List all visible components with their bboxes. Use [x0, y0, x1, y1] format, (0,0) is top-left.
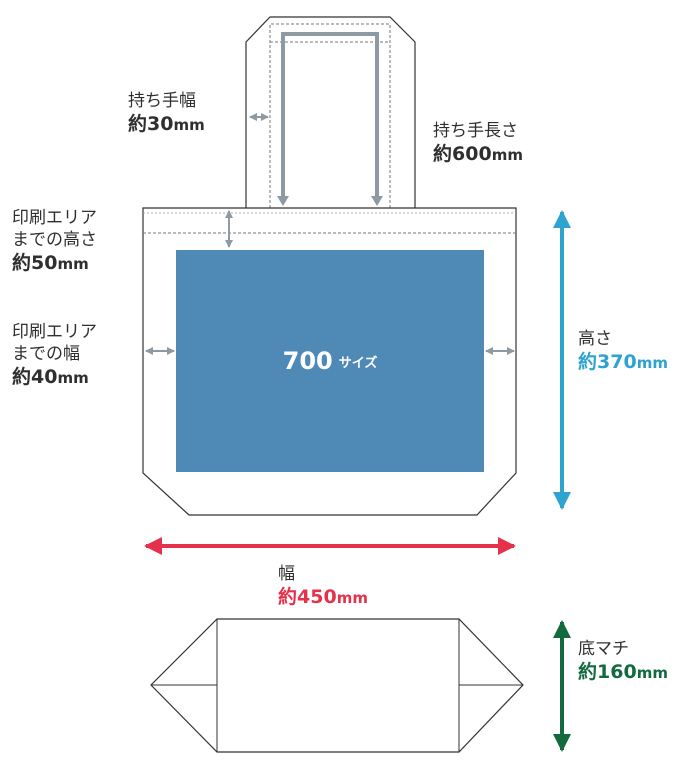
print-top-value: 約50mm — [12, 251, 97, 276]
bag-bottom — [150, 618, 524, 753]
height-value: 約370mm — [578, 350, 668, 375]
print-area — [176, 250, 484, 472]
gusset-label: 底マチ 約160mm — [578, 638, 668, 685]
handle-width-unit: mm — [173, 116, 205, 134]
gusset-unit: mm — [636, 664, 668, 682]
height-unit: mm — [636, 354, 668, 372]
height-name: 高さ — [578, 329, 612, 349]
print-side-name-2: までの幅 — [12, 344, 80, 364]
handle-length-num: 600 — [452, 143, 492, 165]
print-top-label: 印刷エリア までの高さ 約50mm — [12, 207, 97, 276]
width-label: 幅 約450mm — [278, 563, 368, 610]
handle-length-prefix: 約 — [433, 143, 453, 165]
print-side-num: 40 — [31, 366, 58, 388]
print-top-num: 50 — [31, 252, 58, 274]
print-area-label: 700 サイズ — [176, 250, 484, 472]
gusset-name: 底マチ — [578, 639, 629, 659]
print-side-name-1: 印刷エリア — [12, 322, 97, 342]
handle-width-value: 約30mm — [128, 112, 205, 137]
handle-width-label: 持ち手幅 約30mm — [128, 90, 205, 137]
handle-length-arrow — [277, 32, 383, 206]
print-side-prefix: 約 — [12, 366, 32, 388]
gusset-value: 約160mm — [578, 660, 668, 685]
height-num: 370 — [597, 351, 637, 373]
print-side-label: 印刷エリア までの幅 約40mm — [12, 321, 97, 390]
width-name: 幅 — [278, 564, 295, 584]
print-top-unit: mm — [57, 255, 89, 273]
print-top-prefix: 約 — [12, 252, 32, 274]
width-value: 約450mm — [278, 585, 368, 610]
width-num: 450 — [297, 586, 337, 608]
print-side-value: 約40mm — [12, 365, 97, 390]
handle-length-value: 約600mm — [433, 142, 523, 167]
print-area-size: 700 — [282, 347, 333, 375]
print-area-suffix: サイズ — [338, 355, 378, 371]
width-prefix: 約 — [278, 586, 298, 608]
handle-length-unit: mm — [491, 146, 523, 164]
handle-width-prefix: 約 — [128, 113, 148, 135]
handle-width-name: 持ち手幅 — [128, 91, 196, 111]
handle-length-label: 持ち手長さ 約600mm — [433, 120, 523, 167]
handle-width-num: 30 — [147, 113, 174, 135]
print-top-name-2: までの高さ — [12, 230, 97, 250]
width-unit: mm — [336, 589, 368, 607]
handle-length-name: 持ち手長さ — [433, 121, 518, 141]
height-label: 高さ 約370mm — [578, 328, 668, 375]
gusset-prefix: 約 — [578, 661, 598, 683]
print-side-unit: mm — [57, 369, 89, 387]
gusset-num: 160 — [597, 661, 637, 683]
height-prefix: 約 — [578, 351, 598, 373]
bag-handle — [245, 16, 416, 208]
print-top-name-1: 印刷エリア — [12, 208, 97, 228]
